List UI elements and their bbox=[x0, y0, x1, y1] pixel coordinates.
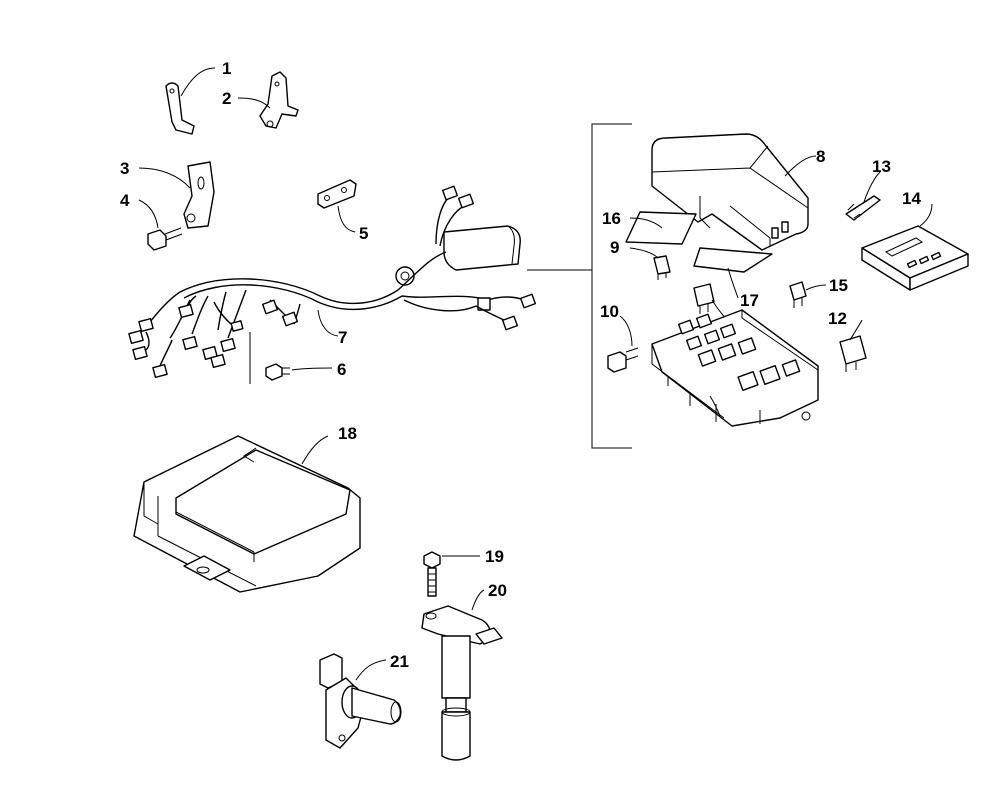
callout-17: 17 bbox=[740, 291, 759, 310]
part-15-relay bbox=[789, 281, 827, 308]
part-3-bracket bbox=[138, 161, 215, 229]
callout-12: 12 bbox=[828, 309, 847, 328]
part-19-bolt bbox=[423, 551, 480, 597]
callout-18: 18 bbox=[338, 424, 357, 443]
part-8-fuse-box-cover bbox=[651, 133, 817, 251]
callout-21: 21 bbox=[390, 652, 409, 671]
part-20-ignition-coil bbox=[421, 589, 503, 761]
callout-8: 8 bbox=[816, 147, 825, 166]
part-6-screw bbox=[265, 363, 333, 381]
callout-7: 7 bbox=[338, 328, 347, 347]
part-9-fuse bbox=[629, 247, 671, 280]
part-12-relay bbox=[839, 319, 867, 372]
part-1-bracket bbox=[165, 67, 216, 135]
callout-6: 6 bbox=[337, 360, 346, 379]
part-10-bolt bbox=[607, 315, 639, 373]
part-14-fuse-kit bbox=[861, 203, 969, 291]
part-2-bracket bbox=[237, 71, 299, 129]
part-5-plate bbox=[317, 179, 357, 233]
part-18-ecu bbox=[133, 435, 361, 593]
callout-20: 20 bbox=[488, 581, 507, 600]
callout-15: 15 bbox=[829, 276, 848, 295]
callout-16: 16 bbox=[602, 209, 621, 228]
callout-5: 5 bbox=[359, 224, 368, 243]
group-bracket bbox=[591, 123, 632, 449]
callout-4: 4 bbox=[120, 191, 130, 210]
callout-10: 10 bbox=[600, 302, 619, 321]
part-4-bolt bbox=[138, 199, 183, 251]
part-7-wire-harness bbox=[128, 185, 537, 384]
callout-9: 9 bbox=[610, 238, 619, 257]
callout-2: 2 bbox=[222, 89, 231, 108]
fuse-box-base bbox=[651, 309, 819, 427]
callout-1: 1 bbox=[222, 59, 231, 78]
part-16-label bbox=[625, 211, 697, 245]
callout-19: 19 bbox=[485, 547, 504, 566]
part-21-sensor bbox=[319, 653, 402, 749]
part-13-fuse-puller bbox=[845, 171, 881, 221]
part-17-label bbox=[693, 247, 773, 299]
callout-13: 13 bbox=[872, 157, 891, 176]
callout-14: 14 bbox=[902, 189, 921, 208]
callout-3: 3 bbox=[120, 159, 129, 178]
